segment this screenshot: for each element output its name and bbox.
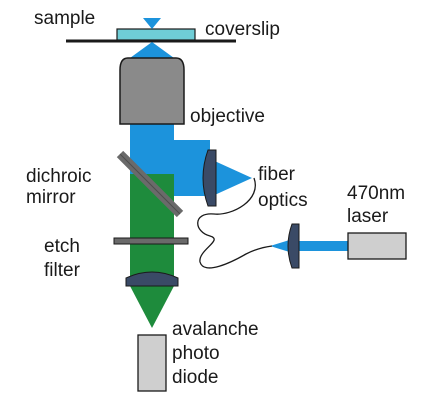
- label-laser-line1: 470nm: [347, 183, 405, 204]
- label-fiber-line1: fiber: [258, 164, 296, 185]
- label-filter-line2: filter: [44, 260, 81, 281]
- label-laser-line2: laser: [347, 206, 389, 227]
- laser-box: [347, 232, 407, 260]
- focal-spot: [143, 18, 161, 29]
- emission-filter: [113, 237, 189, 245]
- coverslip: [116, 28, 196, 41]
- focus-cone-to-objective: [130, 42, 174, 58]
- label-detector-line3: diode: [172, 367, 219, 388]
- side-port-lens: [202, 149, 217, 207]
- label-sample: sample: [34, 8, 95, 29]
- label-dichroic-line2: mirror: [26, 187, 76, 208]
- label-filter-line1: etch: [44, 236, 80, 257]
- label-detector-line1: avalanche: [172, 319, 259, 340]
- excitation-beam-fiber-cone: [208, 158, 252, 198]
- label-objective: objective: [190, 106, 265, 127]
- detector-box: [137, 334, 167, 392]
- objective-lens: [119, 57, 185, 125]
- dichroic-mirror: [116, 150, 184, 218]
- emission-focus-cone: [130, 286, 174, 328]
- label-fiber-line2: optics: [258, 190, 308, 211]
- laser-coupling-lens: [287, 223, 300, 269]
- laser-beam: [296, 241, 348, 251]
- dichroic-mirror-outline: [119, 153, 181, 215]
- fiber-optic-cable: [197, 177, 273, 269]
- label-detector-line2: photo: [172, 343, 220, 364]
- label-dichroic-line1: dichroic: [26, 166, 91, 187]
- label-coverslip: coverslip: [205, 19, 280, 40]
- detector-focusing-lens: [125, 271, 179, 287]
